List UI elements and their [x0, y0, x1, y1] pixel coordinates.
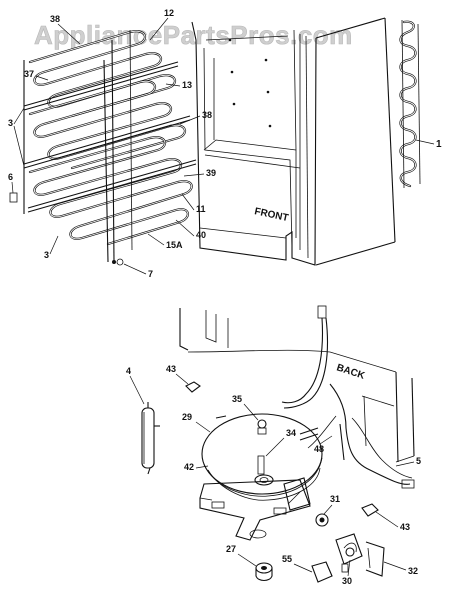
callout-31: 31 [330, 494, 340, 504]
clip-43-left [185, 381, 201, 393]
callout-40: 40 [196, 230, 206, 240]
callout-38-upper: 38 [50, 14, 60, 24]
callout-15a: 15A [166, 240, 183, 250]
callout-34: 34 [286, 428, 296, 438]
callout-43-upper: 43 [166, 364, 176, 374]
callout-43-lower: 43 [400, 522, 410, 532]
callout-42: 42 [184, 462, 194, 472]
cabinet-body [191, 17, 396, 266]
callout-55: 55 [282, 554, 292, 564]
callout-13: 13 [182, 80, 192, 90]
callout-3-lower: 3 [44, 250, 49, 260]
front-label: FRONT [253, 206, 289, 224]
condenser-coil [399, 19, 421, 189]
callout-38-lower: 38 [202, 110, 212, 120]
callout-27: 27 [226, 544, 236, 554]
callout-48: 48 [314, 444, 324, 454]
shelf-coil-1 [28, 30, 177, 118]
bracket-32 [365, 541, 385, 577]
callout-5: 5 [416, 456, 421, 466]
callout-7: 7 [148, 269, 153, 279]
callout-35: 35 [232, 394, 242, 404]
overload-relay [315, 513, 363, 573]
callout-29: 29 [182, 412, 192, 422]
shelf-coil-3 [28, 136, 193, 246]
callout-4: 4 [126, 366, 131, 376]
callout-1: 1 [436, 139, 442, 150]
filter-drier [141, 402, 160, 475]
callout-30: 30 [342, 576, 352, 586]
cover-55 [311, 561, 333, 583]
callout-3-upper: 3 [8, 118, 13, 128]
callout-32: 32 [408, 566, 418, 576]
callout-39: 39 [206, 168, 216, 178]
callout-37: 37 [24, 69, 34, 79]
refrigerant-tubing [281, 305, 415, 489]
grommet-27 [255, 562, 273, 582]
evaporator-shelves [9, 29, 197, 266]
compressor [199, 413, 323, 541]
back-label: BACK [335, 362, 367, 382]
clip-43-right [361, 503, 379, 517]
callout-6: 6 [8, 172, 13, 182]
cabinet-back-corner [179, 308, 415, 463]
shelf-coil-2 [28, 80, 187, 170]
callout-12: 12 [164, 8, 174, 18]
callout-11: 11 [196, 204, 206, 214]
